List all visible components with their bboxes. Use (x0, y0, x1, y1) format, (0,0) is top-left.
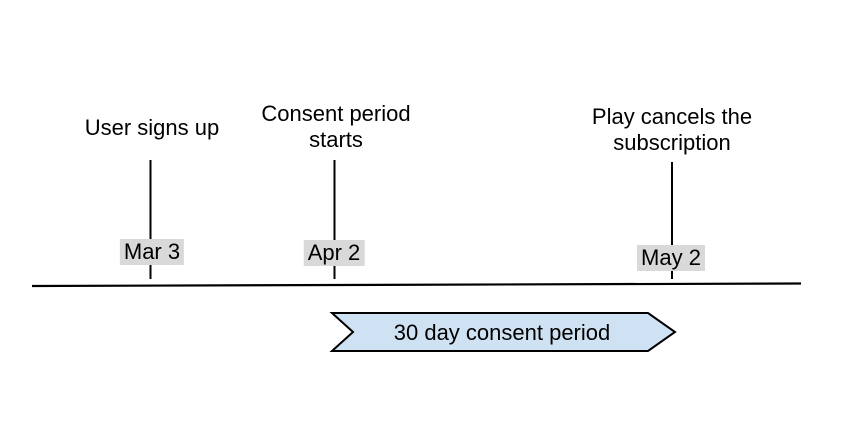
event-title-consent-period-starts: Consent period starts (261, 101, 411, 152)
event-date-badge-mar3: Mar 3 (119, 239, 185, 265)
consent-period-ribbon-label: 30 day consent period (393, 320, 611, 345)
event-date-badge-may2: May 2 (637, 245, 705, 271)
consent-period-ribbon-shape (329, 312, 677, 352)
event-title-user-signs-up: User signs up (84, 115, 220, 140)
event-title-play-cancels-subscription: Play cancels the subscription (591, 104, 753, 155)
timeline-axis (31, 282, 802, 288)
event-date-badge-apr2: Apr 2 (303, 240, 365, 266)
